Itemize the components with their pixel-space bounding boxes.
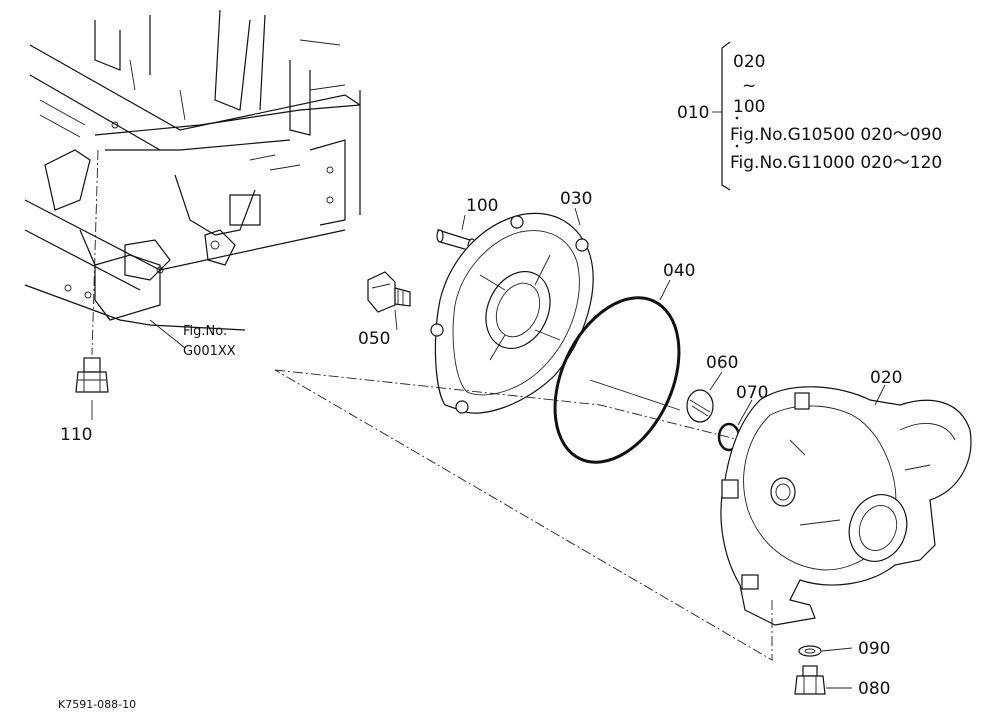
part-090-washer [798,645,822,657]
callout-050: 050 [358,329,390,349]
callout-100: 100 [466,196,498,216]
callout-040: 040 [663,261,695,281]
tractor-frame [24,9,361,356]
assembly-legend: 010 020 ~ 100 Fig.No.G10500 020～090 Fig.… [677,41,942,191]
legend-range-tilde: ~ [742,76,756,96]
callout-030: 030 [560,189,592,209]
part-020-housing [274,369,972,661]
legend-parent: 010 [677,103,709,123]
legend-range-end: 100 [733,97,765,117]
part-040-oring [553,296,681,464]
part-060-plug [686,389,714,423]
leader-lines [91,207,886,689]
callout-070: 070 [736,383,768,403]
callout-090: 090 [858,639,890,659]
frame-ref-line2: G001XX [183,344,236,359]
callout-110: 110 [60,425,92,445]
callout-060: 060 [706,353,738,373]
part-050-bolt [367,271,411,313]
callout-020: 020 [870,368,902,388]
part-030-cover [274,212,741,441]
part-110-bolt [75,357,109,393]
legend-note-g10500: Fig.No.G10500 020～090 [730,125,942,145]
frame-figure-reference: Fig.No. G001XX [149,319,236,359]
legend-range-start: 020 [733,52,765,72]
drawing-id: K7591-088-10 [58,698,136,711]
callout-080: 080 [858,679,890,699]
frame-ref-line1: Fig.No. [183,324,227,339]
legend-note-g11000: Fig.No.G11000 020～120 [730,153,942,173]
part-080-bolt [794,665,826,695]
